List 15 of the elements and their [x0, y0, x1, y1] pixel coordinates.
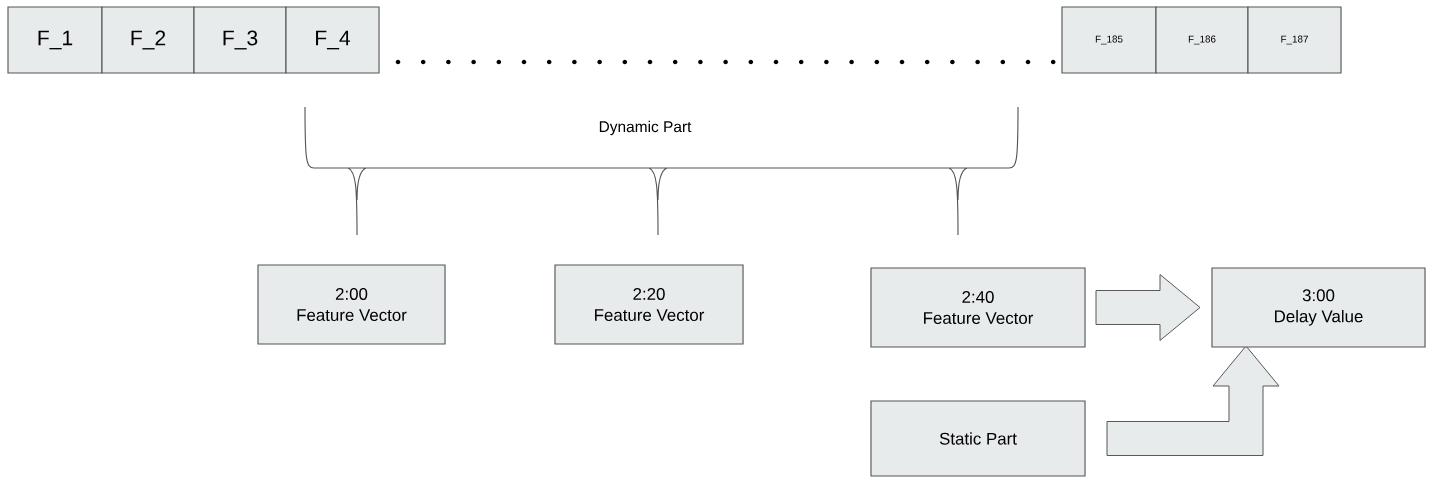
block-arrow — [1106, 345, 1280, 456]
feature-cell: F_1 — [7, 6, 103, 74]
process-box: 2:20 Feature Vector — [554, 264, 744, 345]
feature-cell: F_2 — [101, 6, 195, 74]
feature-cell: F_186 — [1155, 6, 1249, 74]
brace-label: Dynamic Part — [599, 120, 692, 136]
block-arrow — [1095, 274, 1201, 341]
feature-cell: F_3 — [193, 6, 287, 74]
process-box: Static Part — [870, 400, 1086, 477]
feature-cell: F_185 — [1061, 6, 1157, 74]
process-box: 2:40 Feature Vector — [870, 267, 1086, 348]
feature-cell: F_4 — [285, 6, 380, 74]
process-box: 2:00 Feature Vector — [257, 264, 446, 345]
process-box: 3:00 Delay Value — [1211, 267, 1426, 348]
feature-cell: F_187 — [1247, 6, 1342, 74]
